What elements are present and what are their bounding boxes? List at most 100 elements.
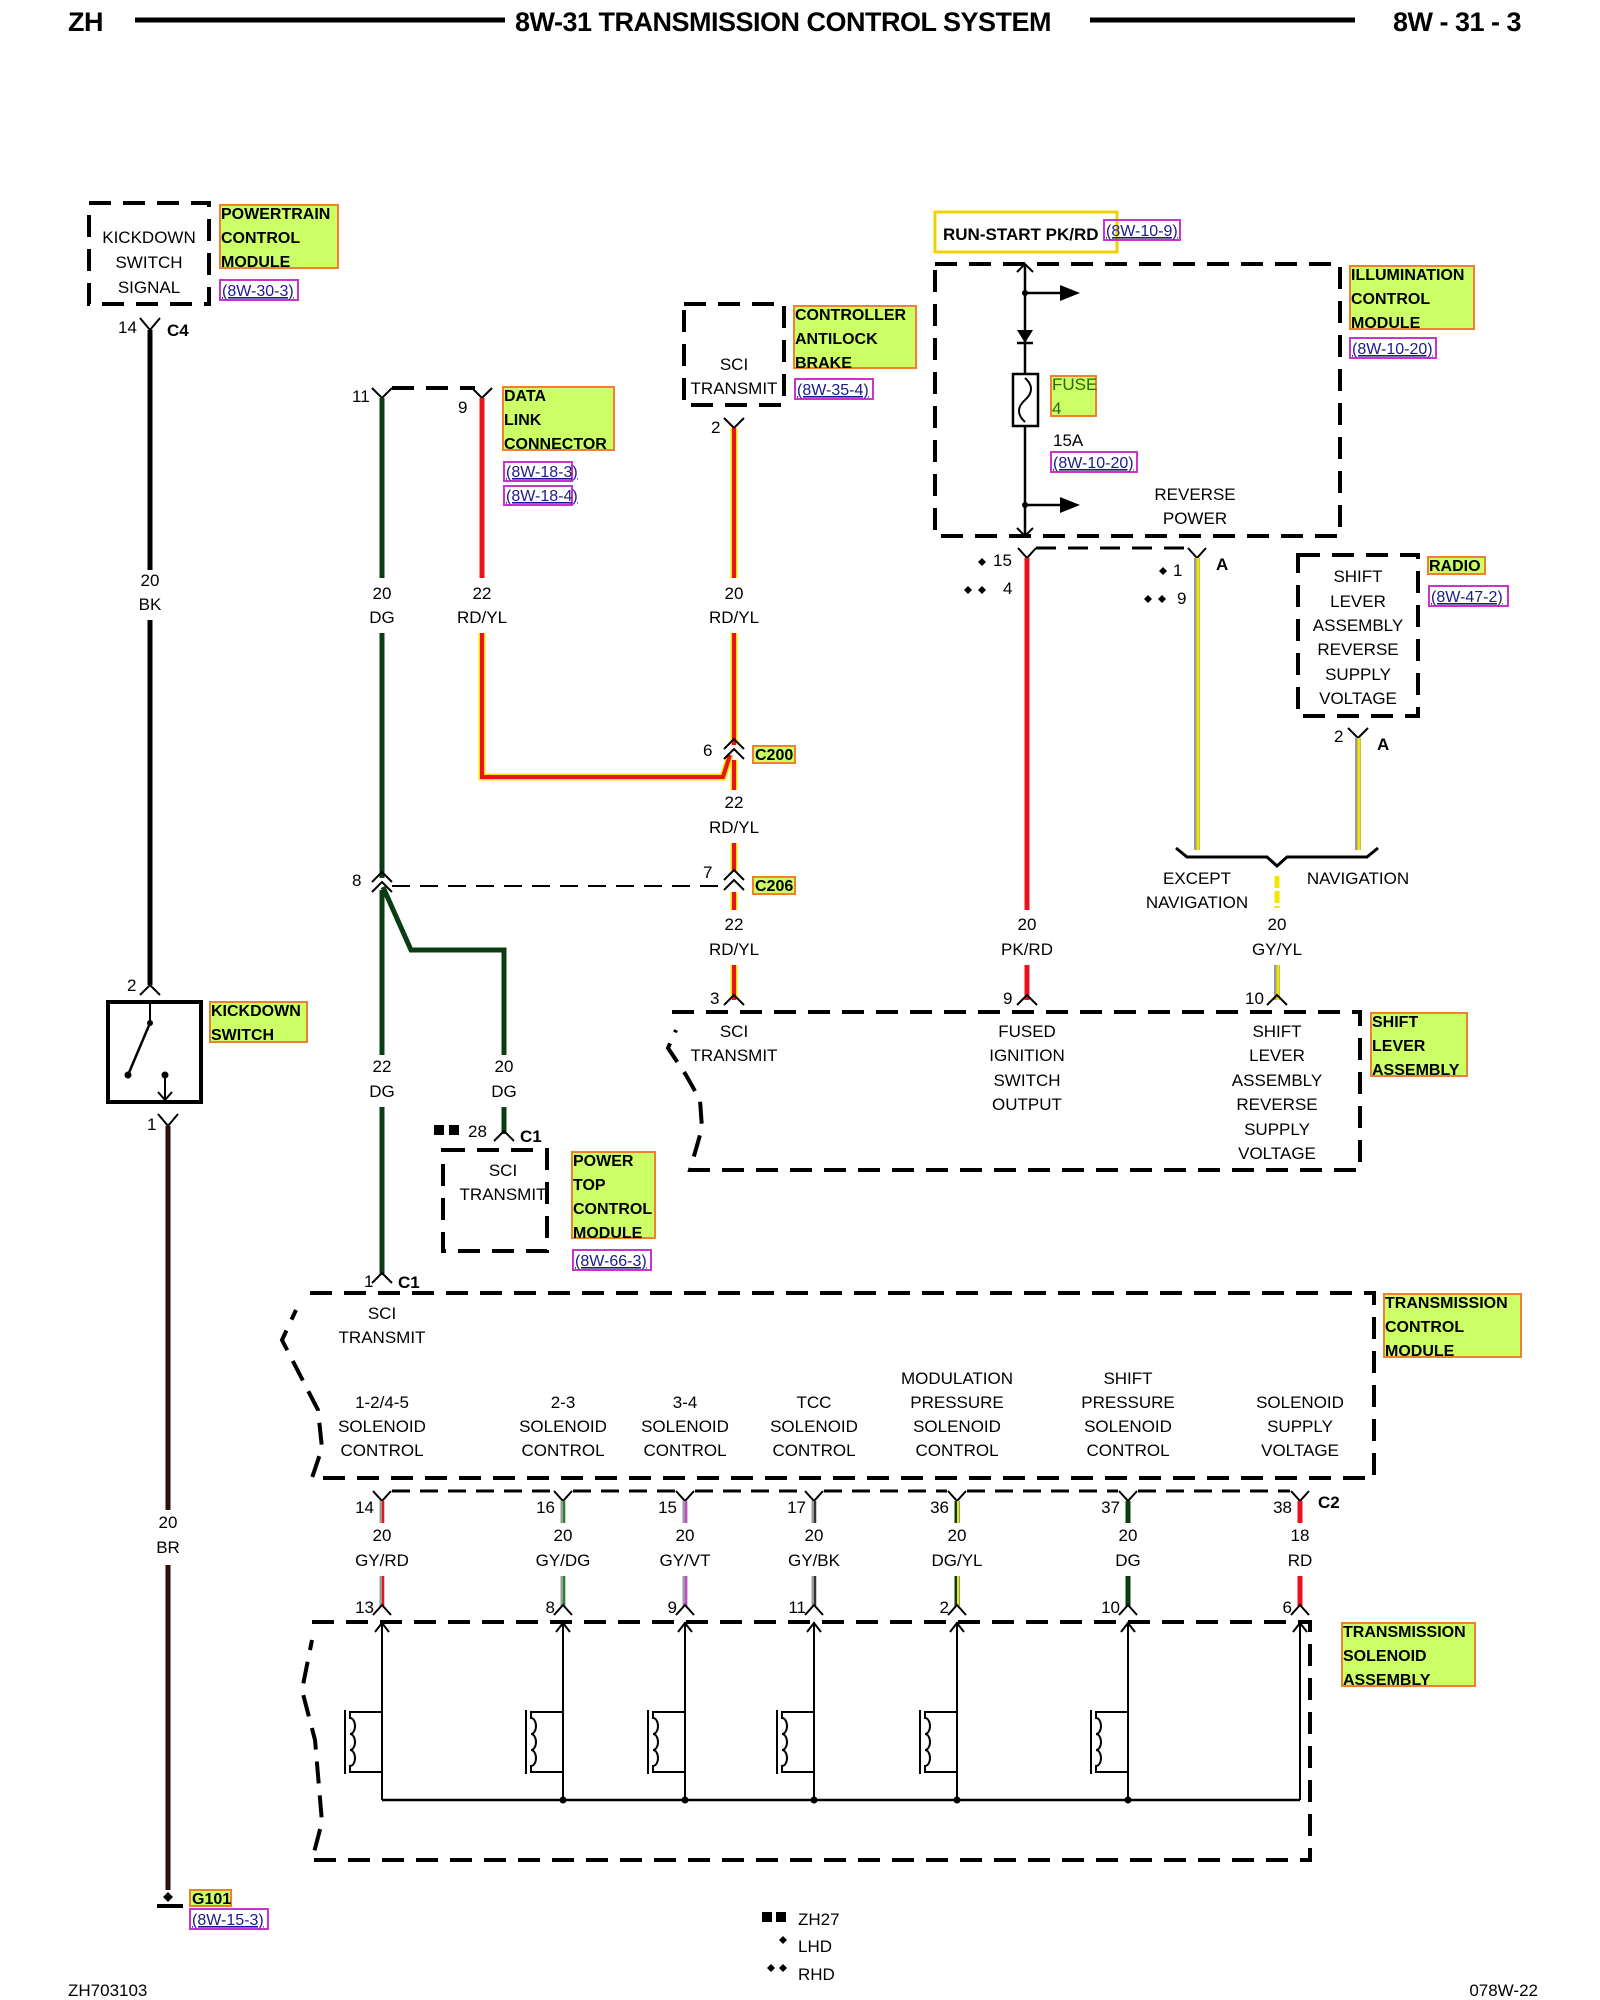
connector-c200[interactable]: 6 C200 [703,737,796,764]
wire-rev-except-nav[interactable] [1194,558,1200,850]
connector-id: A [1216,555,1228,574]
tcm-pin-text: SOLENOID [913,1417,1001,1436]
data-link-connector[interactable]: 11 9 DATA LINK CONNECTOR (8W-18-3) (8W-1… [352,386,615,506]
wire-gauge: 20 [373,584,392,603]
wire-gauge: 20 [554,1526,573,1545]
wire-cab-rdyl[interactable]: 20 RD/YL [709,428,759,745]
tsa-box [299,1620,1312,1862]
run-start-label-box [933,210,1119,254]
pin-number: 2 [711,418,720,437]
sla-pin-text: IGNITION [989,1046,1065,1065]
solenoid-coil-icon [1095,1711,1128,1773]
cab-label: ANTILOCK [795,331,878,348]
c200-label-bg [752,745,796,764]
sla-pin-text: SUPPLY [1244,1120,1310,1139]
icm-ref-link[interactable]: (8W-10-20) [1352,341,1433,358]
arrow-icon [1060,497,1080,513]
wire-ptcm-dg[interactable]: 20 DG [380,885,517,1134]
option-label: NAVIGATION [1307,869,1409,888]
pin-number: 1 [1173,561,1182,580]
pin-number: 2 [127,976,136,995]
pin-number: 9 [668,1598,677,1617]
ground-ref-link[interactable]: (8W-15-3) [192,1912,264,1929]
ptcm-ref-link[interactable]: (8W-66-3) [575,1253,647,1270]
wire-rev-nav[interactable] [1355,738,1361,850]
wire-gauge: 20 [1018,915,1037,934]
ptcm-ref-box [572,1249,652,1271]
icm-output-connector[interactable]: 15 4 A 1 9 [964,546,1228,608]
wire-dlc-dg[interactable]: 20 DG [369,398,395,878]
option-brace [1175,846,1379,869]
footer-diagram-code: ZH703103 [68,1981,147,2000]
zh27-icon [434,1125,444,1135]
tcm-pin-text: SOLENOID [519,1417,607,1436]
connector-pin-symbol [1118,1603,1138,1616]
connector-pin-symbol [1017,547,1037,560]
footer-figure-code: 078W-22 [1469,1981,1538,2000]
fuse-ref-link[interactable]: (8W-10-20) [1053,455,1134,472]
legend-label: RHD [798,1965,835,1984]
tcm-pin-text: 3-4 [673,1393,698,1412]
dlc-ref-link[interactable]: (8W-18-3) [506,464,578,481]
pin-number: 15 [993,551,1012,570]
wire-kd-ground[interactable]: 20 BR [156,1126,180,1890]
fuse-label: FUSE [1052,375,1097,394]
c200-label: C200 [755,747,793,764]
wire-c200-rdyl[interactable]: 22 RD/YL [709,760,759,872]
connector-id: C1 [398,1273,420,1292]
wire-c206-rdyl[interactable]: 22 RD/YL [709,892,759,1000]
kickdown-switch[interactable]: 2 KICKDOWN SWITCH 1 [106,976,308,1134]
wire-gauge: 20 [805,1526,824,1545]
wire-color: RD [1288,1551,1313,1570]
ground-g101[interactable]: G101 (8W-15-3) [157,1889,269,1930]
transmission-solenoid-assembly[interactable]: TRANSMISSION SOLENOID ASSEMBLY [299,1620,1476,1862]
tsa-label: SOLENOID [1343,1648,1427,1665]
sla-pin-text: ASSEMBLY [1232,1071,1322,1090]
pcm-ref-link[interactable]: (8W-30-3) [222,283,294,300]
tcm-pin-text: SOLENOID [1256,1393,1344,1412]
option-label: NAVIGATION [1146,893,1248,912]
sla-pin-text: FUSED [998,1022,1056,1041]
wire-gauge: 22 [373,1057,392,1076]
dlc-label: LINK [504,412,542,429]
connector-pin-symbol [157,1113,179,1128]
pcm-component[interactable]: KICKDOWN SWITCH SIGNAL POWERTRAIN CONTRO… [87,201,339,340]
sla-label: LEVER [1372,1038,1426,1055]
wire-rev[interactable]: 20 GY/YL [1252,876,1302,1000]
wire-kd-signal[interactable]: 20 BK [139,330,162,985]
controller-antilock-brake[interactable]: SCI TRANSMIT CONTROLLER ANTILOCK BRAKE (… [682,302,917,437]
dlc-ref-link[interactable]: (8W-18-4) [506,488,578,505]
connector-c206[interactable]: 8 7 C206 [352,863,796,895]
diode-icon [1017,330,1033,343]
pcm-label-bg [219,204,339,269]
shift-lever-assembly[interactable]: 3 9 10 SCI TRANSMIT FUSED IGNITION SWITC… [665,989,1468,1172]
power-top-control-module[interactable]: 28 C1 SCI TRANSMIT POWER TOP CONTROL MOD… [434,1122,656,1271]
dlc-ref-box [503,461,573,482]
icm-label-bg [1349,265,1475,330]
wire-dlc-rdyl[interactable]: 22 RD/YL [457,398,734,781]
run-start-ref-link[interactable]: (8W-10-9) [1106,223,1178,240]
illumination-control-module[interactable]: ILLUMINATION CONTROL MODULE (8W-10-20) F… [933,262,1475,538]
radio-component[interactable]: SHIFT LEVER ASSEMBLY REVERSE SUPPLY VOLT… [1296,553,1509,754]
sla-pin-text: VOLTAGE [1238,1144,1316,1163]
dlc-label-bg [502,386,615,451]
wire-ign[interactable]: 20 PK/RD [1001,558,1053,1000]
kickdown-label: KICKDOWN [211,1003,301,1020]
wire-tcm-dg[interactable]: 22 DG [369,890,395,1275]
lhd-icon [779,1936,787,1944]
connector-pin-symbol [804,1490,824,1503]
cab-ref-link[interactable]: (8W-35-4) [797,382,869,399]
radio-ref-link[interactable]: (8W-47-2) [1431,589,1503,606]
pin-number: 9 [1177,589,1186,608]
transmission-control-module[interactable]: 1 C1 SCI TRANSMIT TRANSMISSION CONTROL M… [279,1271,1522,1480]
icm-label: CONTROL [1351,291,1430,308]
run-start-fuse-block[interactable]: RUN-START PK/RD (8W-10-9) [933,210,1181,254]
wire-gauge: 18 [1291,1526,1310,1545]
